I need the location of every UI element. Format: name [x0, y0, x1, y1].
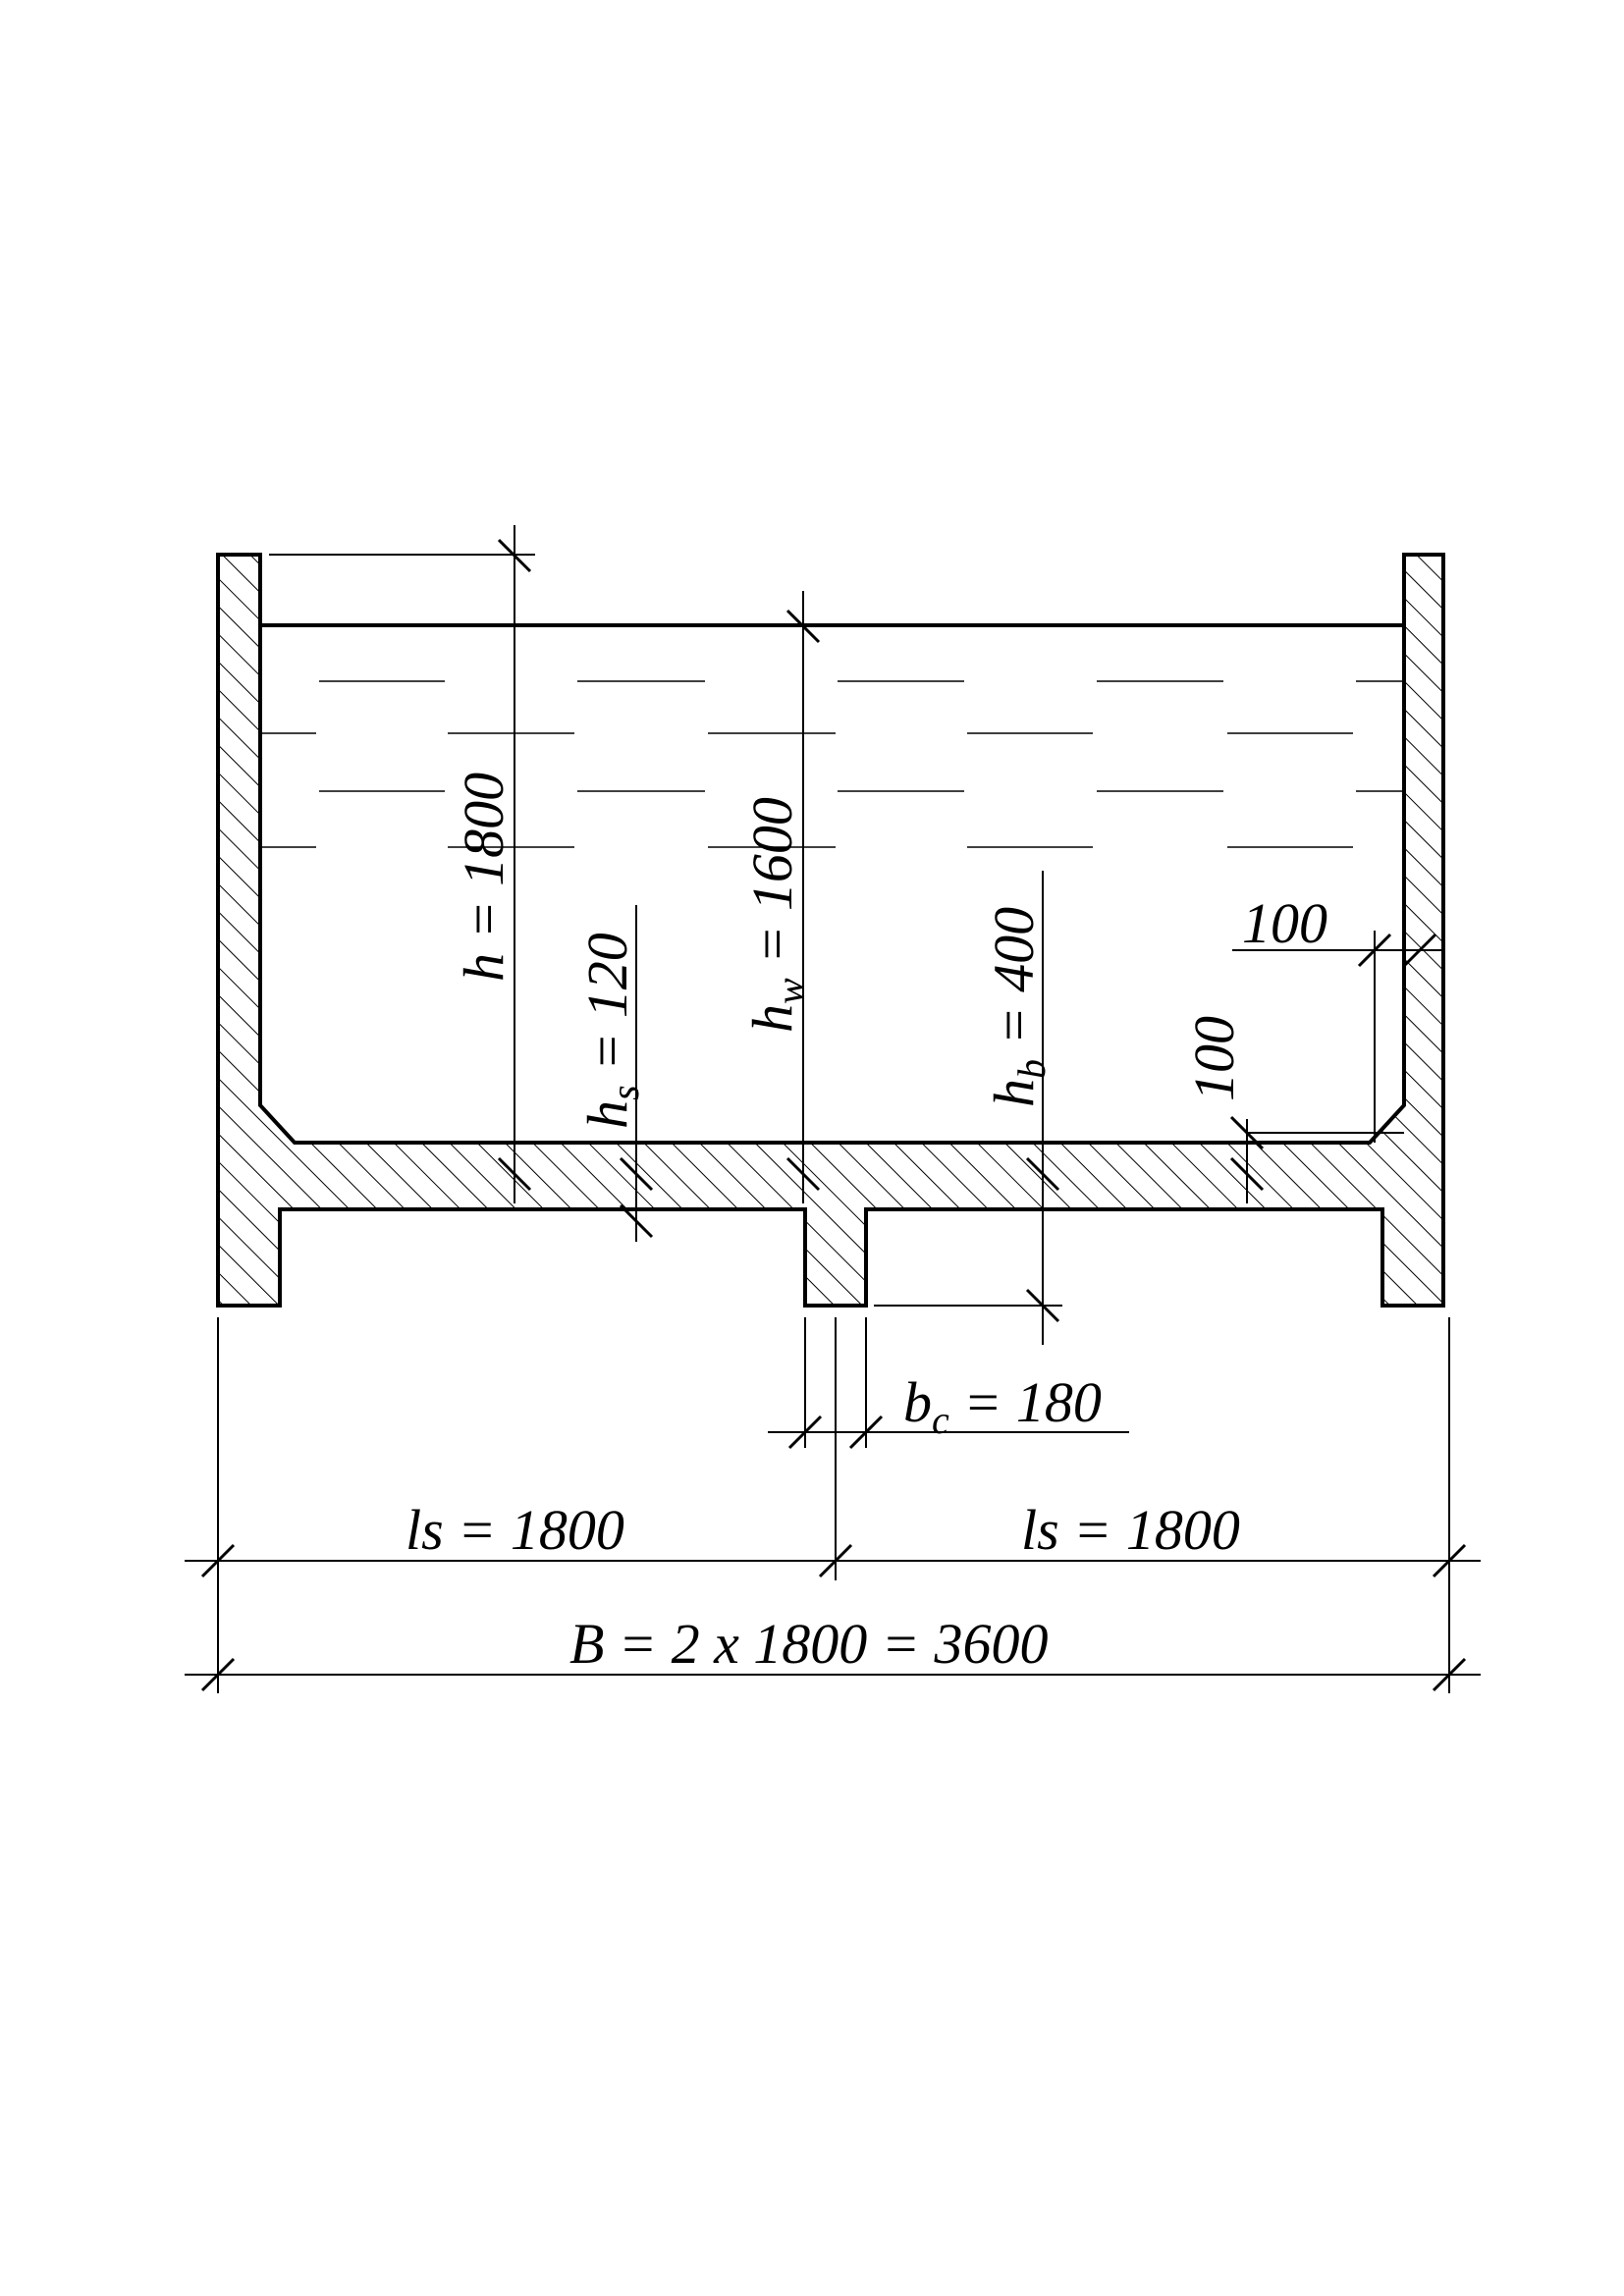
dimension-haunch-horizontal: [1232, 931, 1443, 1143]
label-ls-left: ls = 1800: [406, 1498, 624, 1562]
dimension-hs: [619, 905, 654, 1242]
dimension-ls-and-b: [185, 1317, 1481, 1693]
label-haunch-horizontal: 100: [1242, 891, 1327, 955]
concrete-section: [216, 553, 1445, 1308]
dimension-hb: [874, 871, 1062, 1345]
label-hw: hw = 1600: [740, 797, 812, 1033]
dimension-haunch-vertical: [1229, 1115, 1404, 1203]
label-ls-right: ls = 1800: [1021, 1498, 1240, 1562]
dimension-bc: [768, 1317, 1129, 1450]
label-bc: bc = 180: [903, 1370, 1102, 1442]
label-total-width: B = 2 x 1800 = 3600: [569, 1612, 1048, 1676]
label-haunch-vertical: 100: [1182, 1016, 1246, 1101]
dimension-h: [269, 525, 535, 1203]
label-h: h = 1800: [452, 773, 515, 982]
dimension-hw: [785, 591, 821, 1203]
label-hs: hs = 120: [575, 933, 647, 1129]
label-hb: hb = 400: [982, 907, 1054, 1107]
water-hatching: [260, 680, 1404, 848]
